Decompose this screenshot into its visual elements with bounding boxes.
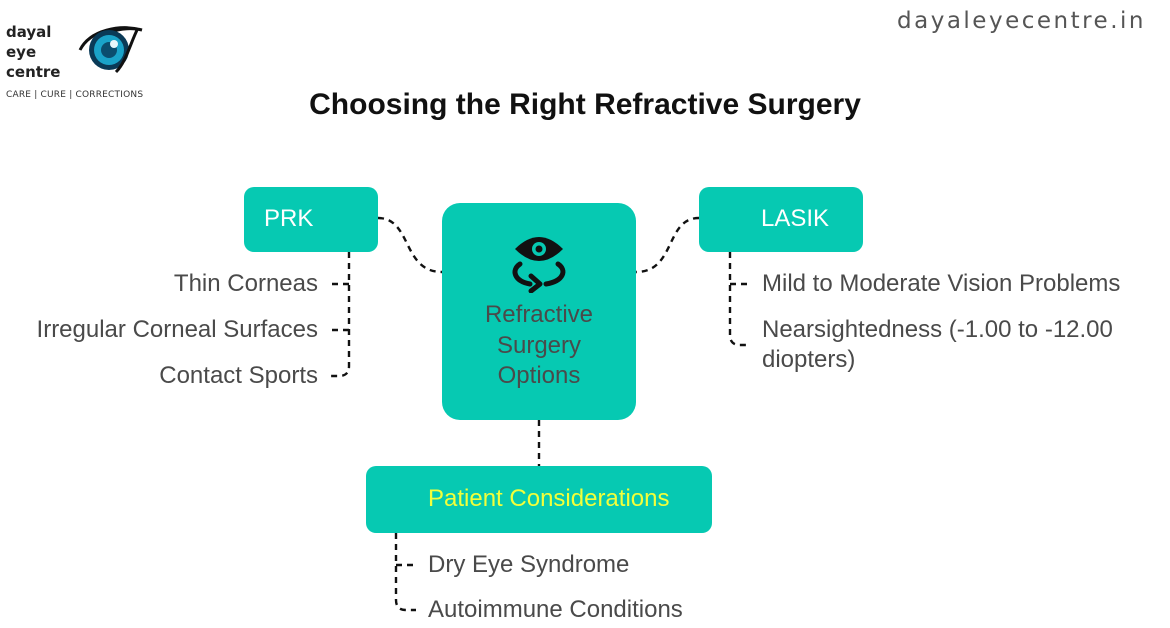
eye-logo-icon xyxy=(78,26,143,74)
logo-tagline: CARE | CURE | CORRECTIONS xyxy=(6,90,144,100)
prk-to-center-connector xyxy=(377,216,443,274)
lasik-label: LASIK xyxy=(761,205,830,232)
patient-label: Patient Considerations xyxy=(428,485,670,512)
prk-item-irregular-corneal-surfaces: Irregular Corneal Surfaces xyxy=(36,316,318,343)
lasik-items-trunk xyxy=(728,252,750,347)
prk-item-thin-corneas: Thin Corneas xyxy=(173,270,318,297)
logo-word-centre: centre xyxy=(6,63,61,81)
prk-node: PRK xyxy=(244,187,378,252)
patient-item-autoimmune: Autoimmune Conditions xyxy=(428,596,683,623)
page-title: Choosing the Right Refractive Surgery xyxy=(309,88,861,121)
patient-items-trunk xyxy=(394,533,416,612)
lasik-item-mild-moderate: Mild to Moderate Vision Problems xyxy=(762,270,1121,297)
center-line-3: Options xyxy=(497,362,581,389)
lasik-item-nearsightedness-line-1: Nearsightedness (-1.00 to -12.00 xyxy=(762,316,1113,343)
patient-item-dry-eye: Dry Eye Syndrome xyxy=(428,551,630,578)
patient-considerations-node: Patient Considerations xyxy=(366,466,712,533)
prk-item-contact-sports: Contact Sports xyxy=(159,362,318,389)
lasik-node: LASIK xyxy=(699,187,863,252)
eye-rotate-icon xyxy=(512,237,566,293)
lasik-item-nearsightedness-line-2: diopters) xyxy=(762,346,856,373)
prk-items-trunk xyxy=(330,252,351,378)
center-line-1: Refractive xyxy=(484,301,594,328)
logo-word-dayal: dayal xyxy=(6,23,52,41)
center-line-2: Surgery xyxy=(496,332,582,359)
refractive-surgery-options-node: Refractive Surgery Options xyxy=(442,203,636,420)
logo-word-eye: eye xyxy=(6,43,37,61)
lasik-to-center-connector xyxy=(635,216,700,274)
website-url: dayaleyecentre.in xyxy=(897,8,1146,34)
prk-label: PRK xyxy=(264,205,314,232)
